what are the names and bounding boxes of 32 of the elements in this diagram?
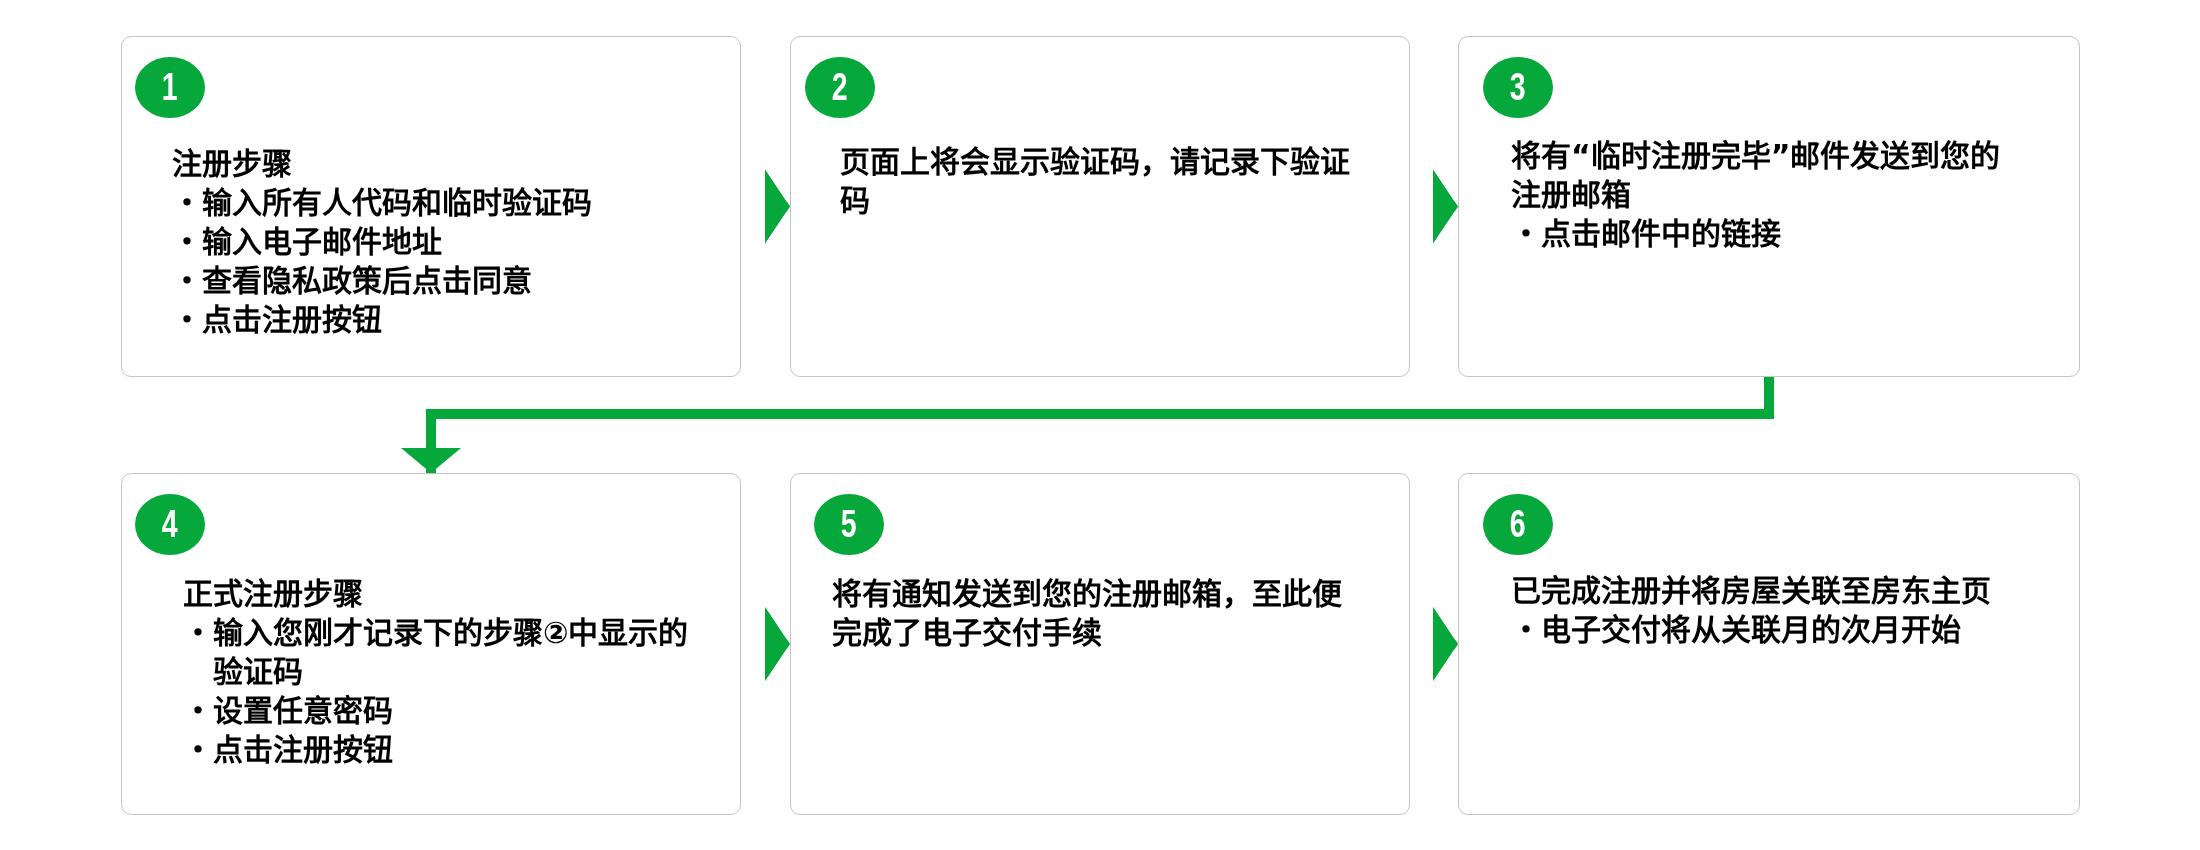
step-description: 页面上将会显示验证码，请记录下验证码	[840, 143, 1351, 220]
bullet-item: ・输入电子邮件地址	[172, 223, 442, 261]
step-text: 已完成注册并将房屋关联至房东主页	[1511, 572, 1991, 610]
step-number-badge: 6	[1483, 494, 1553, 555]
arrow	[765, 606, 790, 682]
step-number-badge: 5	[814, 494, 884, 555]
step-card	[790, 36, 1410, 377]
arrow	[1433, 169, 1458, 244]
bullet-item: ・点击邮件中的链接	[1511, 215, 1781, 253]
step-card	[1458, 36, 2080, 377]
step-card	[1458, 473, 2080, 815]
arrow	[765, 169, 790, 244]
step-number-badge: 1	[135, 57, 205, 118]
step-number-badge: 4	[135, 494, 205, 555]
step-card	[121, 473, 741, 815]
bullet-item: ・设置任意密码	[183, 692, 393, 730]
step-card	[790, 473, 1410, 815]
step-text: 将有“临时注册完毕”邮件发送到您的注册邮箱	[1511, 137, 2002, 214]
bullet-item: ・查看隐私政策后点击同意	[172, 262, 532, 300]
step-number-badge: 2	[805, 57, 875, 118]
step-description: 将有通知发送到您的注册邮箱，至此便完成了电子交付手续	[832, 575, 1343, 652]
bullet-item: ・点击注册按钮	[183, 731, 393, 769]
step-number-badge: 3	[1483, 57, 1553, 118]
bullet-item: ・电子交付将从关联月的次月开始	[1511, 611, 1961, 649]
step-text: 注册步骤	[172, 145, 292, 183]
bullet-item: ・输入您刚才记录下的步骤②中显示的验证码	[183, 614, 690, 691]
connector-arrow	[401, 377, 1774, 473]
arrow	[1433, 606, 1458, 682]
step-text: 正式注册步骤	[183, 575, 363, 613]
bullet-item: ・点击注册按钮	[172, 301, 382, 339]
step-card	[121, 36, 741, 377]
bullet-item: ・输入所有人代码和临时验证码	[172, 184, 592, 222]
